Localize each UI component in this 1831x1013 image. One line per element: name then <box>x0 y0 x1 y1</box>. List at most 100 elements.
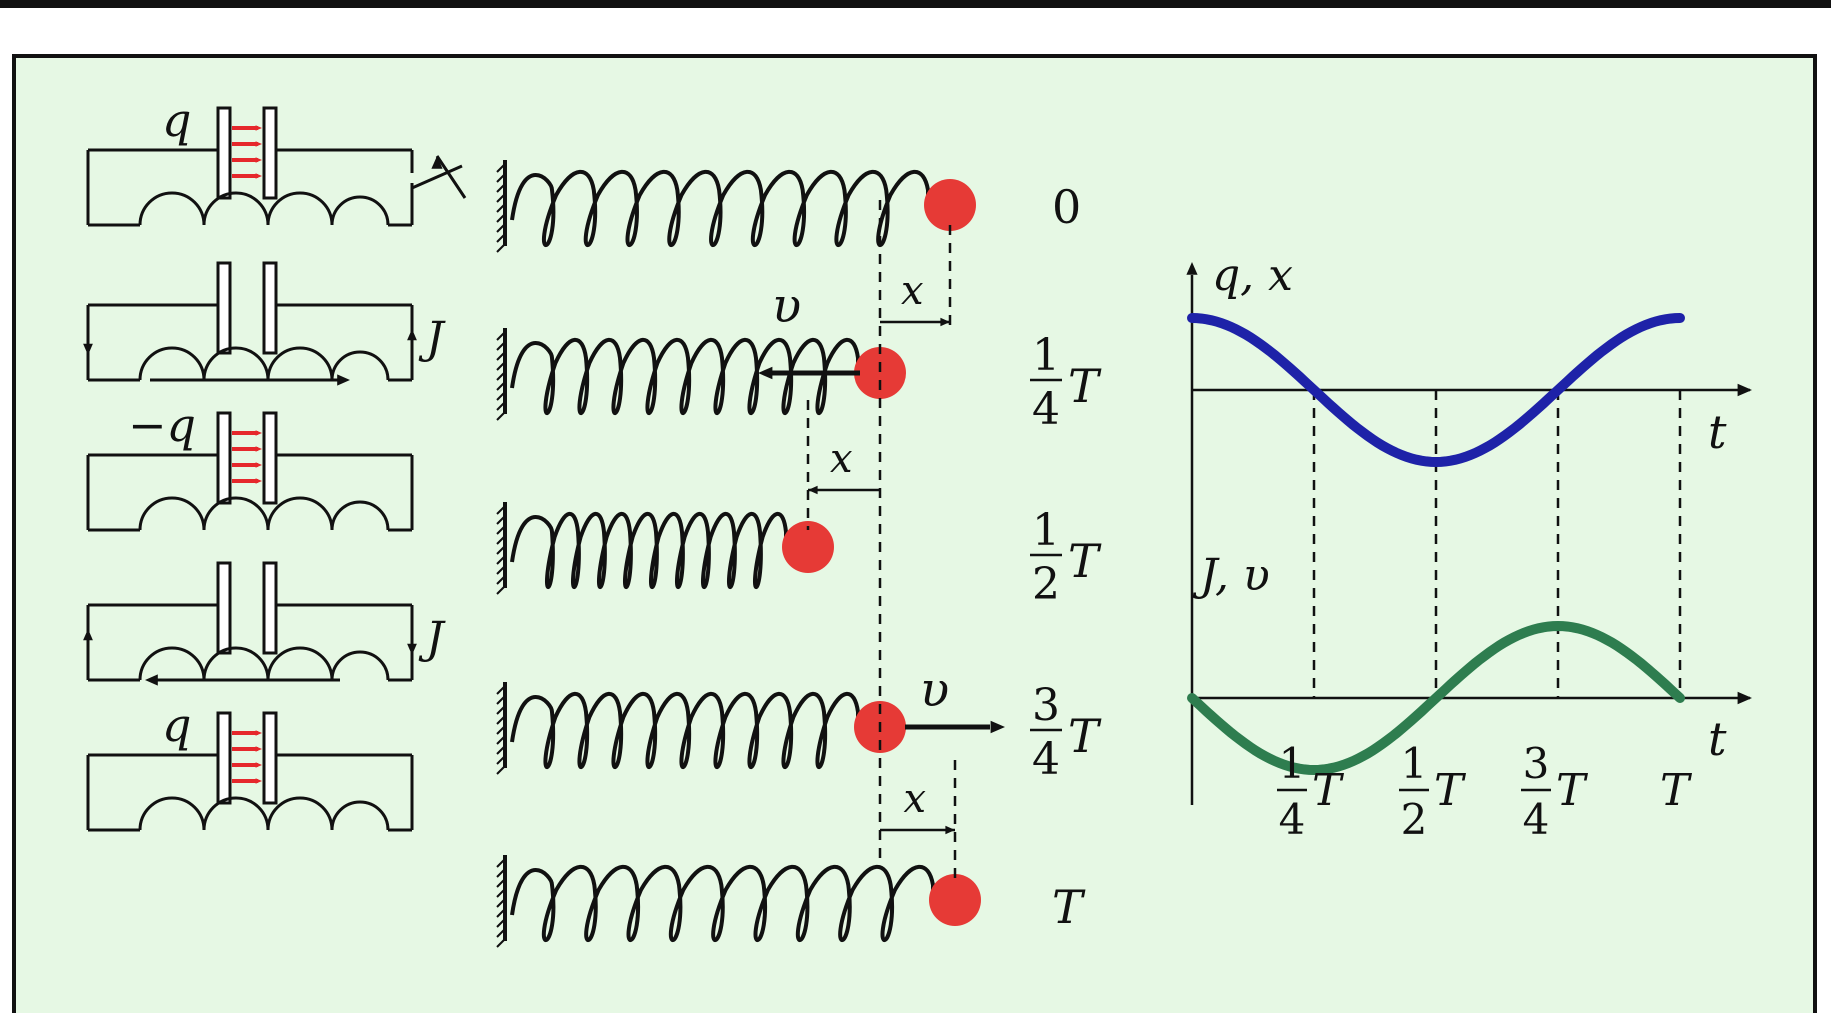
tick-period: T <box>1434 765 1467 816</box>
displacement-marker: x <box>880 268 950 327</box>
arrow-head <box>1737 383 1752 397</box>
arrow-head <box>1186 262 1198 275</box>
wall-hatch <box>496 535 506 545</box>
spring-row-0 <box>496 160 976 253</box>
tick-label-3: T <box>1660 765 1693 816</box>
velocity-marker-3: υ <box>905 662 1005 734</box>
current-curve <box>1187 620 1685 776</box>
tick-denominator: 2 <box>1401 795 1428 844</box>
wall-hatch <box>496 555 506 565</box>
capacitor-plate-left <box>216 411 232 505</box>
capacitor-plate-right <box>262 261 278 355</box>
wall-hatch <box>496 341 506 351</box>
arrow-head <box>1737 691 1752 705</box>
wall-hatch <box>496 575 506 585</box>
wall-hatch <box>496 745 506 755</box>
tick-period: T <box>1556 765 1589 816</box>
switch-lever <box>411 164 463 190</box>
spring-row-1 <box>496 328 906 421</box>
wall-hatch <box>496 858 506 868</box>
charge-label: q <box>162 93 191 147</box>
wall-hatch <box>496 371 506 381</box>
arrow-head <box>940 317 950 327</box>
period-label: T <box>1068 359 1102 413</box>
tick-label-2: 34T <box>1521 739 1589 844</box>
wall-hatch <box>496 735 506 745</box>
velocity-label: υ <box>772 278 801 334</box>
wall-hatch <box>496 928 506 938</box>
arrow-head <box>431 156 443 169</box>
fraction-denominator: 4 <box>1032 734 1060 785</box>
lc-circuit-2: −q <box>86 398 414 532</box>
inductor-coil <box>138 796 390 831</box>
arrow-head <box>255 478 262 484</box>
wall-hatch <box>496 213 506 223</box>
time-axis-label-bottom: t <box>1708 712 1727 766</box>
tick-period: T <box>1312 765 1345 816</box>
capacitor-plate-right <box>262 561 278 655</box>
capacitor-plate-left <box>216 561 232 655</box>
wall-hatch <box>496 193 506 203</box>
time-axis-label-top: t <box>1708 405 1727 459</box>
capacitor-plate-right <box>262 411 278 505</box>
wall-hatch <box>496 401 506 411</box>
capacitor-plate-right <box>262 106 278 200</box>
charge-label: q <box>162 698 191 752</box>
time-label-4: T <box>1052 880 1086 934</box>
wall-hatch <box>496 755 506 765</box>
tick-period: T <box>1660 765 1693 816</box>
arrow-head <box>255 746 262 752</box>
wall-hatch <box>496 908 506 918</box>
period-label: T <box>1052 880 1086 934</box>
wall-hatch <box>496 565 506 575</box>
displacement-marker: x <box>880 776 955 835</box>
arrow-head <box>407 643 417 655</box>
arrow-head <box>255 462 262 468</box>
mass-ball <box>782 521 834 573</box>
time-label-0: 0 <box>1052 180 1081 234</box>
wall-hatch <box>496 695 506 705</box>
arrow-head <box>808 485 818 495</box>
arrow-head <box>758 366 773 380</box>
wall-hatch <box>496 878 506 888</box>
mass-ball <box>924 179 976 231</box>
inductor-coil <box>138 496 390 531</box>
arrow-head <box>945 825 955 835</box>
capacitor-plate-left <box>216 711 232 805</box>
wall-hatch <box>496 715 506 725</box>
charge-label: −q <box>128 398 196 452</box>
lc-circuit-4: q <box>86 698 414 832</box>
wall-hatch <box>496 163 506 173</box>
spring-coil <box>510 337 860 415</box>
tick-denominator: 4 <box>1279 795 1306 844</box>
wall-hatch <box>496 705 506 715</box>
displacement-label: x <box>830 436 853 482</box>
bottom-axis-label: J, υ <box>1192 550 1270 601</box>
spring-coil <box>510 511 788 589</box>
wall-hatch <box>496 351 506 361</box>
fraction-denominator: 4 <box>1032 384 1060 435</box>
arrow-head <box>990 720 1005 734</box>
arrow-head <box>255 778 262 784</box>
wall-hatch <box>496 888 506 898</box>
diagram-panel <box>12 54 1817 1013</box>
arrow-head <box>83 629 93 641</box>
spring-coil <box>510 864 935 942</box>
top-axis-label: q, x <box>1212 250 1293 301</box>
fraction-denominator: 2 <box>1032 559 1060 610</box>
period-label: T <box>1068 709 1102 763</box>
arrow-head <box>255 125 262 131</box>
wall-hatch <box>496 938 506 948</box>
lc-circuits: qJ−qJq <box>83 93 467 832</box>
capacitor-plate-right <box>262 711 278 805</box>
wall-hatch <box>496 243 506 253</box>
wall-hatch <box>496 505 506 515</box>
arrow-head <box>255 157 262 163</box>
wall-hatch <box>496 765 506 775</box>
arrow-head <box>255 173 262 179</box>
spring-row-2 <box>496 502 834 595</box>
